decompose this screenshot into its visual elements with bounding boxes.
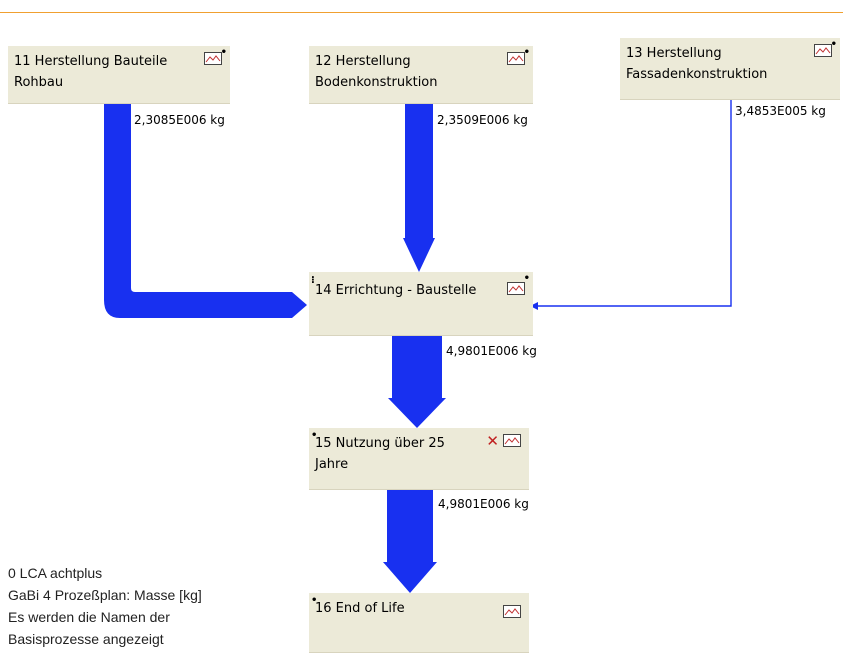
process-11[interactable]: 11 Herstellung Bauteile Rohbau • [8, 46, 230, 104]
process-diagram-icon[interactable] [507, 282, 525, 295]
legend-plan-type: GaBi 4 Prozeßplan: Masse [kg] [8, 587, 202, 603]
legend-note-line-2: Basisprozesse angezeigt [8, 631, 164, 647]
flow-amount-12-14: 2,3509E006 kg [437, 113, 528, 127]
connector-marker: ⁝ [311, 275, 315, 286]
process-label: 14 Errichtung - Baustelle [315, 283, 477, 298]
process-label: 11 Herstellung Bauteile Rohbau [14, 54, 168, 90]
process-label: 15 Nutzung über 25 Jahre [315, 436, 445, 472]
process-diagram-icon[interactable] [503, 434, 521, 447]
process-diagram-icon[interactable] [507, 52, 525, 65]
process-13[interactable]: 13 Herstellung Fassadenkonstruktion • [620, 38, 840, 100]
connector-marker: • [311, 430, 318, 441]
corner-marker: • [523, 47, 530, 58]
flow-amount-11-14: 2,3085E006 kg [134, 113, 225, 127]
diagram-legend: 0 LCA achtplus GaBi 4 Prozeßplan: Masse … [8, 562, 202, 650]
corner-marker: • [523, 273, 530, 284]
header-divider [0, 12, 843, 13]
process-label: 16 End of Life [315, 601, 405, 616]
flow-13-to-14[interactable] [536, 100, 732, 307]
connector-marker: • [311, 595, 318, 606]
legend-model-name: 0 LCA achtplus [8, 565, 103, 581]
flow-15-to-16[interactable] [383, 490, 437, 593]
flow-11-to-14[interactable] [104, 104, 307, 318]
process-16[interactable]: 16 End of Life • [309, 593, 529, 653]
error-flag-icon: ✕ [486, 432, 499, 450]
process-diagram-icon[interactable] [814, 44, 832, 57]
process-diagram-icon[interactable] [204, 52, 222, 65]
process-label: 13 Herstellung Fassadenkonstruktion [626, 46, 768, 82]
flow-13-to-14-arrowhead [530, 302, 538, 310]
process-15[interactable]: 15 Nutzung über 25 Jahre ✕ • [309, 428, 529, 490]
process-label: 12 Herstellung Bodenkonstruktion [315, 54, 438, 90]
flow-amount-13-14: 3,4853E005 kg [735, 104, 826, 118]
process-14[interactable]: 14 Errichtung - Baustelle • ⁝ [309, 272, 533, 336]
process-diagram-icon[interactable] [503, 605, 521, 618]
corner-marker: • [220, 47, 227, 58]
process-12[interactable]: 12 Herstellung Bodenkonstruktion • [309, 46, 533, 104]
flow-12-to-14[interactable] [403, 104, 435, 272]
legend-note-line-1: Es werden die Namen der [8, 609, 170, 625]
flow-14-to-15[interactable] [388, 336, 446, 428]
flow-amount-15-16: 4,9801E006 kg [438, 497, 529, 511]
corner-marker: • [830, 39, 837, 50]
flow-amount-14-15: 4,9801E006 kg [446, 344, 537, 358]
